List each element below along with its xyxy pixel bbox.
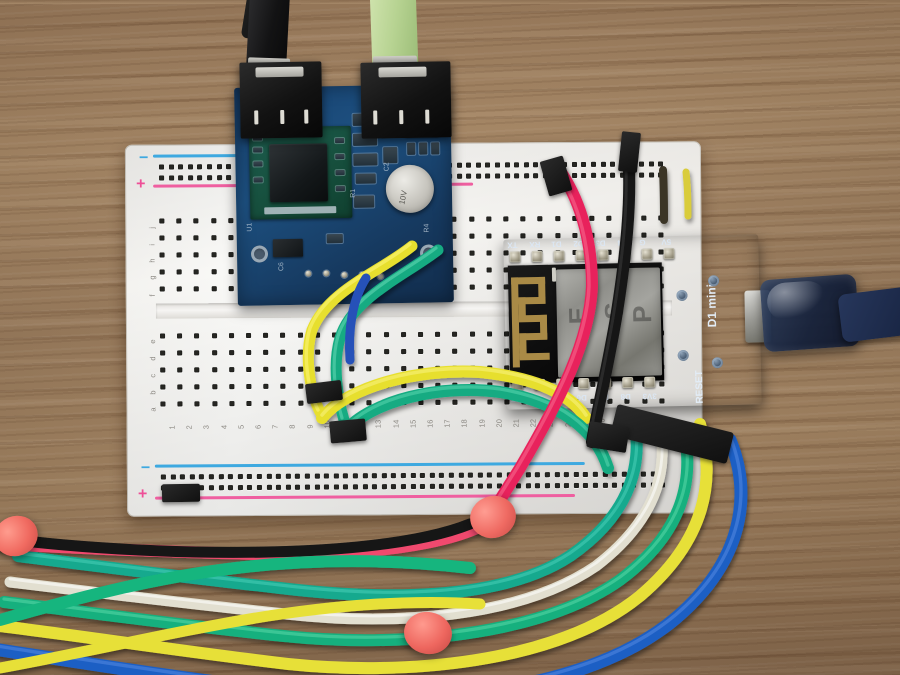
red-wire [484,162,599,524]
dark-jumper-wire [659,166,668,224]
dupont-housing-teal[interactable] [329,418,367,444]
yellow-wire-arc [316,365,592,424]
teal-wire-bundle [12,426,643,602]
dupont-housing-rail[interactable] [161,483,201,503]
yellow-short-jumper [682,168,692,220]
black-wire-bundle [0,518,476,558]
blue-jumper-wire [345,273,371,365]
green-wire-left [0,555,476,626]
desk-seam [0,0,900,4]
yellow-wire-left [0,597,486,674]
black-wire [586,144,636,448]
